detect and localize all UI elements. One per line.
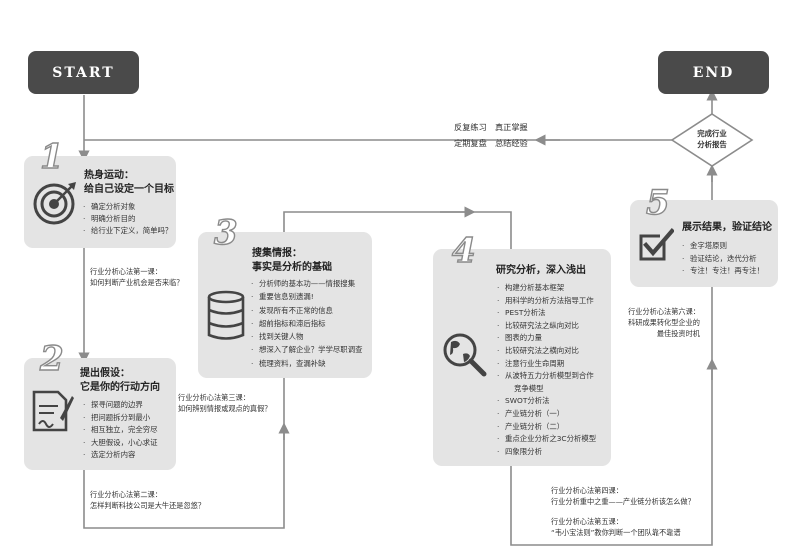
decision-diamond [670,113,754,167]
step-5-items: 金字塔原则 验证结论，迭代分析 专注！专注！再专注！ [681,240,764,278]
database-icon [207,290,245,340]
lesson-2-label: 行业分析心法第二课：怎样判断科技公司是大牛还是忽悠？ [90,490,206,510]
step-1-items: 确定分析对象 明确分析目的 给行业下定义，简单吗？ [82,201,172,237]
list-item: 分析师的基本功——情报搜集 [250,277,362,291]
list-item: PEST分析法 [496,307,596,320]
target-icon [33,182,76,225]
list-item: 从波特五力分析模型到合作 [496,370,596,383]
list-item: 超前指标和滞后指标 [250,317,362,331]
list-item: 竞争模型 [514,383,544,393]
list-item: 把问题拆分到最小 [82,412,158,425]
list-item: 大胆假设，小心求证 [82,437,158,450]
lesson-5-label: 行业分析心法第五课：“韦小宝法则”教你判断一个团队靠不靠谱 [551,517,681,537]
connector-step4-step5 [510,287,713,546]
start-terminal: START [28,51,139,94]
step-1-title: 热身运动：给自己设定一个目标 [84,170,174,195]
list-item: 梳理资料，查漏补缺 [250,357,362,371]
step-4-items: 构建分析基本框架 用科学的分析方法指导工作 PEST分析法 比较研究法之纵向对比… [496,282,596,458]
decision-label: 完成行业分析报告 [697,129,727,149]
list-item: 用科学的分析方法指导工作 [496,295,596,308]
end-terminal: END [658,51,769,94]
checkbox-icon [639,228,674,261]
step-4-number: 4 [451,231,476,271]
list-item: 找到关键人物 [250,330,362,344]
list-item: 注意行业生命周期 [496,358,596,371]
list-item: 探寻问题的边界 [82,399,158,412]
list-item: SWOT分析法 [496,395,596,408]
step-2-title: 提出假设：它是你的行动方向 [80,368,160,393]
list-item: 确定分析对象 [82,201,172,213]
list-item: 产业链分析（二） [496,421,596,434]
list-item: 产业链分析（一） [496,408,596,421]
step-3-title: 搜集情报：事实是分析的基础 [252,248,332,273]
lesson-3-label: 行业分析心法第三课：如何辨别情报或观点的真假？ [178,393,272,413]
step-2-items: 探寻问题的边界 把问题拆分到最小 相互独立，完全穷尽 大胆假设，小心求证 选定分… [82,399,158,462]
step-1-number: 1 [39,137,64,177]
list-item: 重点企业分析之3C分析模型 [496,433,596,446]
list-item: 明确分析目的 [82,213,172,225]
lesson-6-label: 行业分析心法第六课：科研成果转化型企业的最佳投资时机 [628,307,700,338]
list-item: 验证结论，迭代分析 [681,253,764,266]
step-5-number: 5 [645,183,670,223]
lesson-4-label: 行业分析心法第四课：行业分析重中之重——产业链分析该怎么做？ [551,486,695,506]
list-item: 重要信息别遗漏! [250,290,362,304]
step-3-items: 分析师的基本功——情报搜集 重要信息别遗漏! 发现所有不正常的信息 超前指标和滞… [250,277,362,370]
step-5-title: 展示结果，验证结论 [682,222,772,233]
globe-search-icon [443,333,487,377]
list-item: 比较研究法之横向对比 [496,345,596,358]
step-3-number: 3 [213,213,238,253]
list-item: 构建分析基本框架 [496,282,596,295]
connector-step3-step4 [283,211,512,249]
lesson-1-label: 行业分析心法第一课：如何判断产业机会是否来临？ [90,267,184,287]
list-item: 相互独立，完全穷尽 [82,424,158,437]
document-edit-icon [32,390,74,432]
loop-label: 反复练习 真正掌握 定期复盘 总结经验 [454,122,528,148]
list-item: 选定分析内容 [82,449,158,462]
list-item: 想深入了解企业？学学尽职调查 [250,343,362,357]
list-item: 四象限分析 [496,446,596,459]
list-item: 专注！专注！再专注！ [681,265,764,278]
list-item: 给行业下定义，简单吗？ [82,225,172,237]
list-item: 比较研究法之纵向对比 [496,320,596,333]
list-item: 图表的力量 [496,332,596,345]
step-2-number: 2 [39,339,64,379]
connector-step2-step3 [83,378,285,529]
list-item: 发现所有不正常的信息 [250,304,362,318]
step-4-title: 研究分析，深入浅出 [496,265,586,276]
list-item: 金字塔原则 [681,240,764,253]
